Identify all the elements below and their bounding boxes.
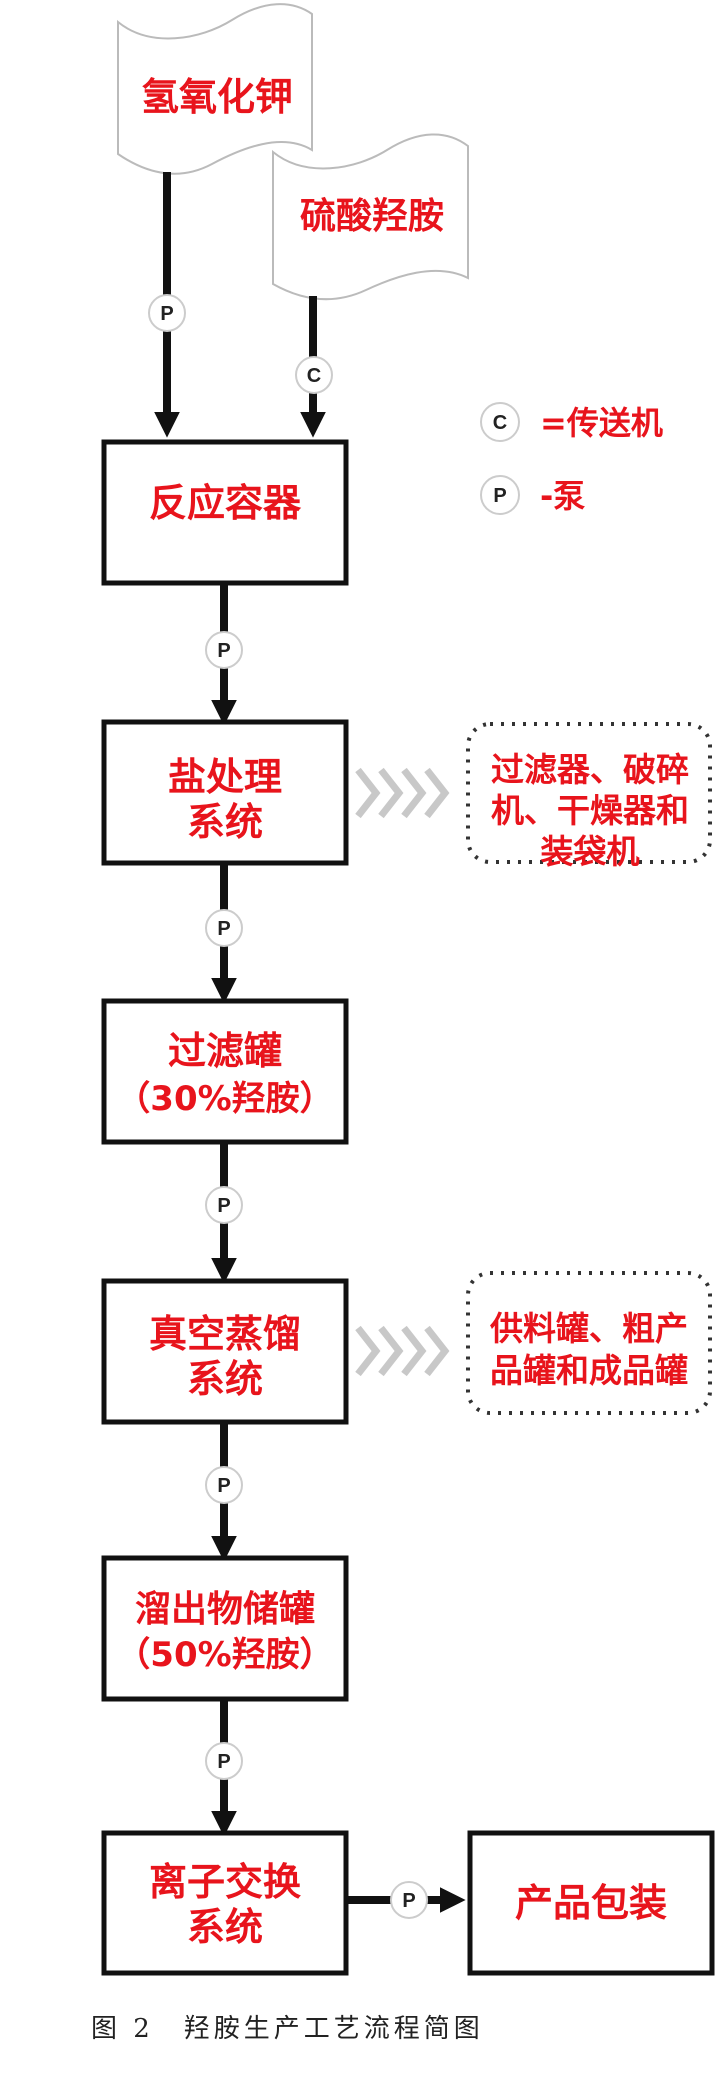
- side-note-line: 供料罐、粗产: [490, 1309, 688, 1348]
- chevrons-icon: [355, 767, 450, 819]
- svg-text:C: C: [307, 365, 321, 387]
- legend-pump-label: -泵: [540, 477, 585, 515]
- step-label: （30%羟胺）: [116, 1079, 333, 1119]
- pump-symbol: P: [390, 1881, 428, 1919]
- step-label: 溜出物储罐: [135, 1589, 315, 1630]
- step-label: 系统: [187, 1357, 263, 1401]
- pump-symbol: P: [205, 1742, 243, 1780]
- step-label: 离子交换: [149, 1860, 301, 1904]
- svg-text:C: C: [493, 412, 507, 434]
- legend: C =传送机 P -泵: [480, 402, 663, 515]
- flag-label-potassium-hydroxide: 氢氧化钾: [141, 75, 293, 119]
- step-label: （50%羟胺）: [116, 1635, 333, 1675]
- chevrons-icon: [355, 1325, 450, 1377]
- svg-text:P: P: [402, 1890, 415, 1912]
- legend-conveyor-icon: C: [480, 402, 520, 442]
- svg-text:P: P: [217, 1195, 230, 1217]
- step-label: 系统: [187, 1905, 263, 1949]
- side-note-line: 机、干燥器和: [491, 791, 689, 830]
- step-box-packaging: [467, 1830, 715, 1976]
- pump-symbol: P: [205, 1466, 243, 1504]
- legend-conveyor-label: =传送机: [540, 404, 663, 442]
- side-note-line: 品罐和成品罐: [490, 1351, 688, 1390]
- step-label: 产品包装: [515, 1881, 667, 1925]
- svg-text:P: P: [493, 485, 506, 507]
- raw-material-flag-potassium-hydroxide: [117, 3, 313, 175]
- step-box-filter-tank: [101, 998, 349, 1145]
- figure-caption: 图 2 羟胺生产工艺流程简图: [91, 2014, 484, 2044]
- side-note-box-1: [466, 722, 712, 864]
- flag-label-hydroxylamine-sulfate: 硫酸羟胺: [300, 196, 444, 237]
- svg-text:P: P: [217, 1475, 230, 1497]
- step-label: 过滤罐: [168, 1029, 282, 1073]
- step-label: 系统: [187, 800, 263, 844]
- step-label: 反应容器: [149, 481, 302, 525]
- svg-text:P: P: [217, 1751, 230, 1773]
- pump-symbol: P: [205, 631, 243, 669]
- legend-pump-icon: P: [480, 475, 520, 515]
- side-note-box-2: [466, 1271, 712, 1415]
- svg-text:P: P: [160, 303, 173, 325]
- step-box-distillate-tank: [101, 1555, 349, 1702]
- svg-text:P: P: [217, 640, 230, 662]
- pump-symbol: P: [205, 909, 243, 947]
- step-box-ion-exchange: [101, 1830, 349, 1976]
- conveyor-symbol: C: [295, 356, 333, 394]
- side-note-line: 装袋机: [541, 832, 640, 871]
- step-box-salt-treatment: [101, 719, 349, 866]
- side-note-line: 过滤器、破碎: [491, 750, 689, 789]
- pump-symbol: P: [205, 1186, 243, 1224]
- svg-text:P: P: [217, 918, 230, 940]
- raw-material-flag-hydroxylamine-sulfate: [272, 133, 469, 301]
- step-box-vacuum-distillation: [101, 1278, 349, 1425]
- step-box-reactor: [101, 439, 349, 586]
- step-label: 盐处理: [168, 755, 282, 799]
- step-label: 真空蒸馏: [149, 1312, 301, 1356]
- pump-symbol: P: [148, 294, 186, 332]
